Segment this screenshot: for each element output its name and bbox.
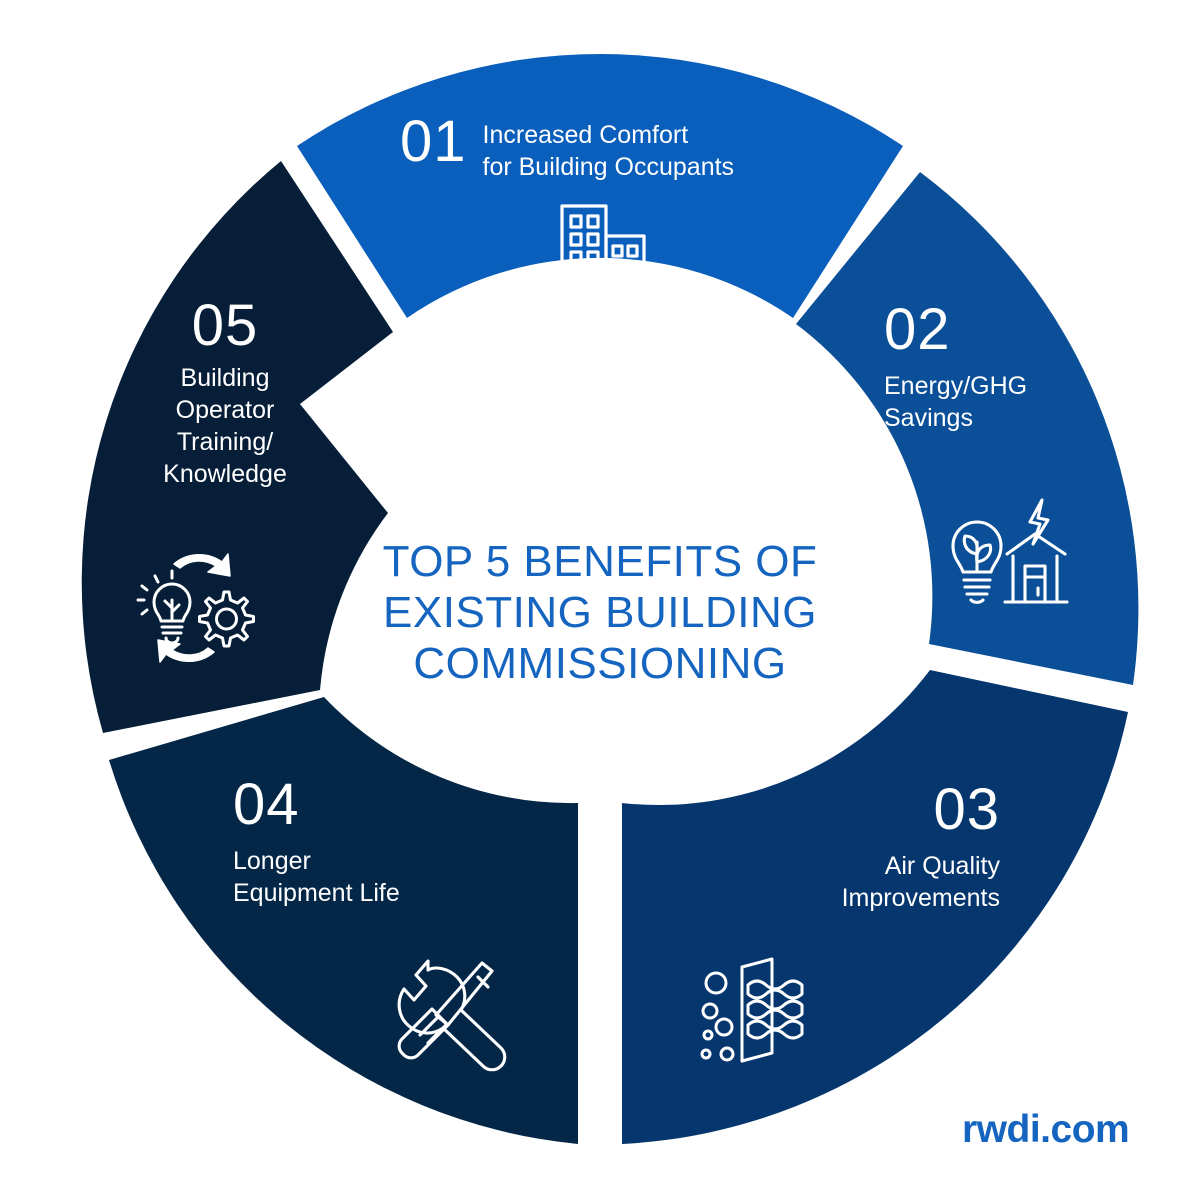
segment-01-number: 01: [400, 109, 467, 174]
segment-05-number: 05: [191, 293, 259, 358]
rwdi-logo[interactable]: rwdi.com: [962, 1108, 1130, 1151]
segment-05-text: 05 Building Operator Training/ Knowledge: [125, 296, 325, 490]
segment-04-text: 04 Longer Equipment Life: [233, 775, 483, 909]
lightbulb-gear-cycle-icon: [128, 540, 260, 672]
office-buildings-icon: [550, 198, 658, 298]
wrench-screwdriver-icon: [390, 955, 508, 1072]
segment-04-label: Longer Equipment Life: [233, 847, 400, 907]
segment-01-label: Increased Comfort for Building Occupants: [482, 121, 735, 181]
segment-03-label: Air Quality Improvements: [841, 852, 1000, 912]
segment-02-text: 02 Energy/GHG Savings: [884, 300, 1114, 434]
segment-05-label: Building Operator Training/ Knowledge: [163, 364, 287, 488]
energy-lightbulb-house-icon: [945, 498, 1071, 610]
segment-01-text: 01 Increased Comfort for Building Occupa…: [400, 108, 820, 183]
wheel-segment-01[interactable]: [297, 54, 903, 318]
segment-03-text: 03 Air Quality Improvements: [760, 780, 1000, 914]
segment-04-number: 04: [233, 772, 300, 837]
wheel-segment-04[interactable]: [109, 697, 578, 1144]
page-title: TOP 5 BENEFITS OF EXISTING BUILDING COMM…: [382, 537, 818, 688]
air-filter-icon: [700, 955, 818, 1067]
segment-02-label: Energy/GHG Savings: [884, 372, 1028, 432]
segment-03-number: 03: [933, 777, 1000, 842]
wheel-segment-02[interactable]: [796, 172, 1139, 685]
segment-02-number: 02: [884, 297, 951, 362]
